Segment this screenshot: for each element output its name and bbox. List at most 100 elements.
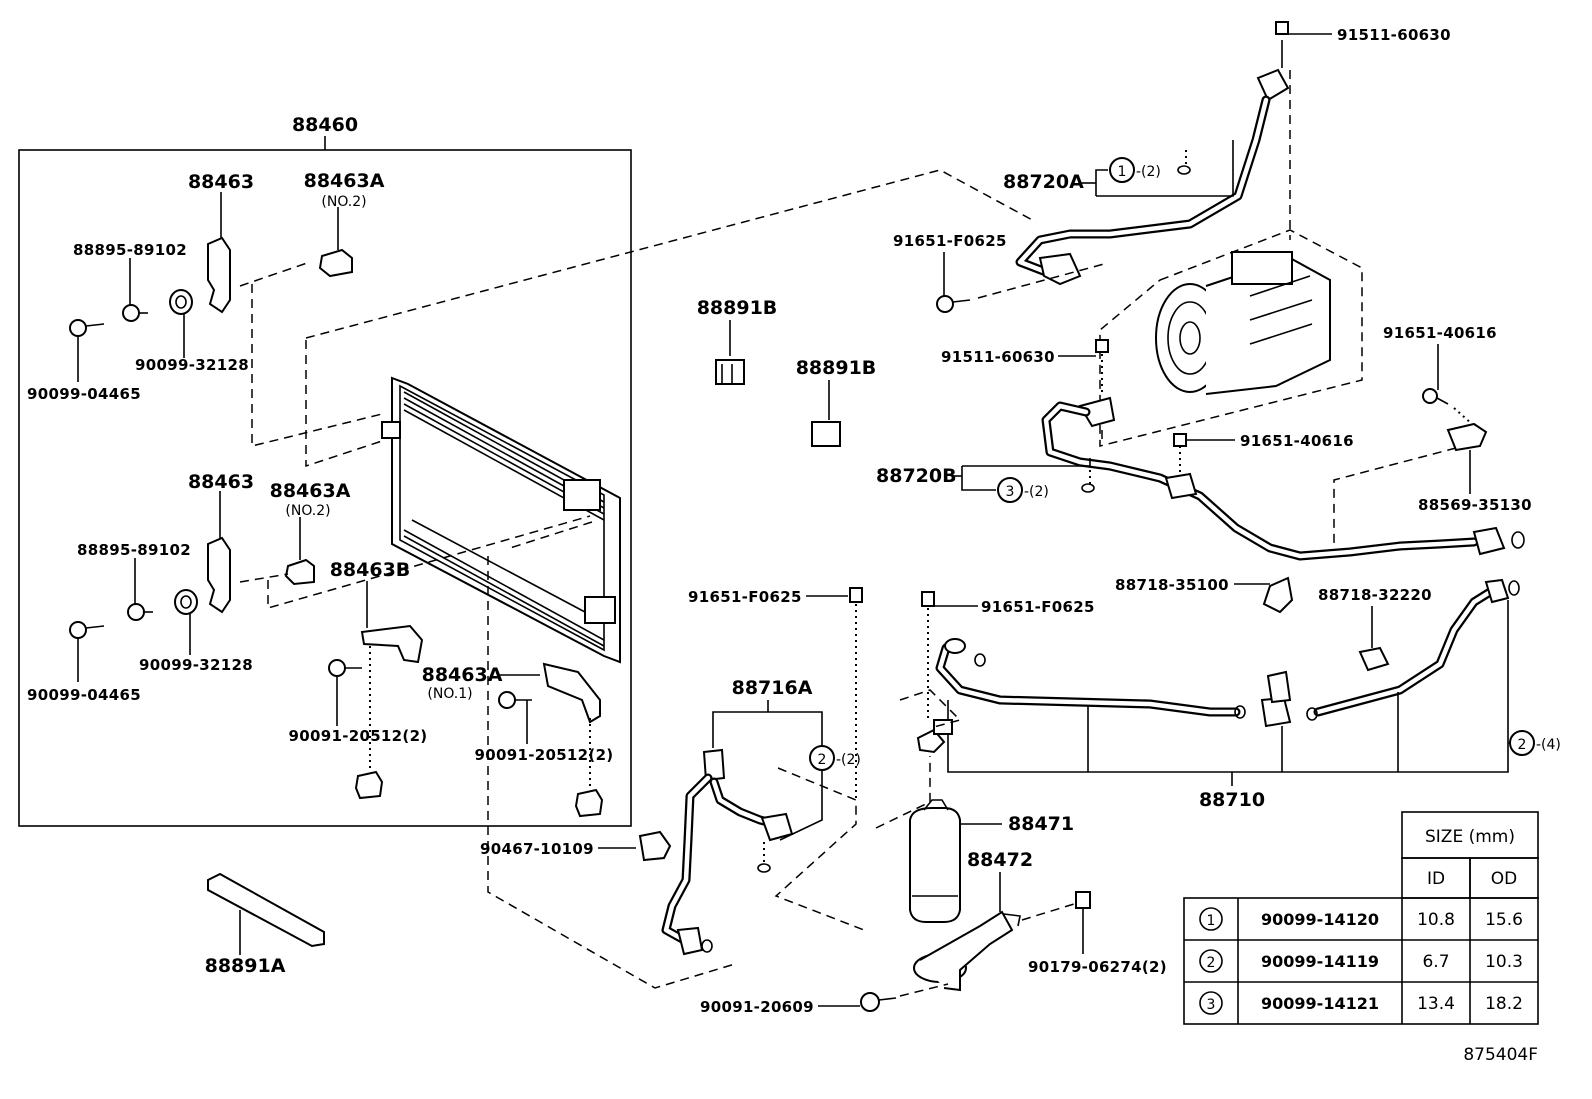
label-91511-60630-mid[interactable]: 91511-60630 (941, 348, 1055, 366)
bracket-88472[interactable] (913, 910, 1021, 992)
note-88463A-top: (NO.2) (321, 194, 366, 210)
label-88472[interactable]: 88472 (967, 849, 1033, 871)
clamp-88718-32220[interactable] (1358, 646, 1390, 672)
grommet-90099-32128-mid[interactable] (174, 589, 198, 615)
clip-lower-b[interactable] (574, 788, 604, 818)
label-88718-32220[interactable]: 88718-32220 (1318, 586, 1432, 604)
callout-3[interactable] (997, 477, 1023, 503)
bracket-88569[interactable] (1446, 422, 1488, 452)
svg-text:10.8: 10.8 (1417, 910, 1455, 930)
clamp-90467[interactable] (638, 830, 672, 862)
label-90099-04465-mid[interactable]: 90099-04465 (27, 686, 141, 704)
label-88460[interactable]: 88460 (292, 114, 358, 136)
label-88463B[interactable]: 88463B (330, 559, 411, 581)
bolt-90179[interactable] (1075, 891, 1091, 909)
bolt-91651-40616-right[interactable] (1422, 388, 1438, 404)
qty-88720B: -(2) (1024, 484, 1049, 500)
sealant-88891A[interactable]: 88891A (205, 872, 325, 977)
label-88720A[interactable]: 88720A (1003, 171, 1084, 193)
callout-2-left[interactable] (809, 745, 835, 771)
label-90179[interactable]: 90179-06274(2) (1028, 958, 1167, 976)
bracket-88463-mid[interactable] (207, 536, 231, 614)
label-90467[interactable]: 90467-10109 (480, 840, 594, 858)
svg-text:13.4: 13.4 (1417, 994, 1455, 1014)
grommet-90099-32128-top[interactable] (169, 289, 193, 315)
bracket-88710[interactable] (916, 728, 946, 754)
bolt-91651-40616-mid[interactable] (1173, 433, 1187, 447)
label-91651-F0625-right[interactable]: 91651-F0625 (981, 598, 1095, 616)
condenser-core[interactable] (381, 376, 621, 664)
sealant-88891B-a[interactable]: 88891B (697, 297, 778, 385)
size-table-row: 2 90099-14119 6.7 10.3 (1199, 949, 1523, 973)
callout-1[interactable] (1109, 157, 1135, 183)
svg-text:3: 3 (1207, 997, 1216, 1013)
label-90099-04465-top[interactable]: 90099-04465 (27, 385, 141, 403)
label-88463-top[interactable]: 88463 (188, 171, 254, 193)
hose-88720A[interactable] (1015, 68, 1290, 286)
receiver-88471[interactable] (909, 799, 961, 923)
label-90099-32128-mid[interactable]: 90099-32128 (139, 656, 253, 674)
label-88463A-top[interactable]: 88463A (304, 170, 385, 192)
label-88720B[interactable]: 88720B (876, 465, 957, 487)
sealant-88891B-b[interactable]: 88891B (796, 357, 877, 447)
bolt-90099-04465-top[interactable] (69, 319, 87, 337)
qty-88720A: -(2) (1136, 164, 1161, 180)
label-91651-40616-right[interactable]: 91651-40616 (1383, 324, 1497, 342)
bracket-88463A-low[interactable] (542, 662, 601, 724)
tube-88710[interactable] (935, 578, 1520, 728)
oring-1[interactable] (1177, 165, 1191, 175)
washer-88895-top[interactable] (122, 304, 140, 322)
bolt-91511-60630-top[interactable] (1275, 21, 1289, 35)
bracket-88463B[interactable] (360, 624, 424, 664)
svg-text:15.6: 15.6 (1485, 910, 1523, 930)
label-91651-40616-mid[interactable]: 91651-40616 (1240, 432, 1354, 450)
bolt-91511-60630-mid[interactable] (1095, 339, 1109, 353)
label-88471[interactable]: 88471 (1008, 813, 1074, 835)
bolt-90091-20609[interactable] (860, 992, 880, 1012)
label-88463A-low[interactable]: 88463A (422, 664, 503, 686)
hose-88720B[interactable] (1041, 396, 1525, 561)
compressor[interactable] (1099, 229, 1363, 447)
label-90091-20609[interactable]: 90091-20609 (700, 998, 814, 1016)
bolt-91651-F0625-top[interactable] (936, 295, 954, 313)
oring-3[interactable] (1081, 483, 1095, 493)
bolt-91651-F0625-left[interactable] (849, 587, 863, 603)
bolt-90091-20512-b[interactable] (498, 691, 516, 709)
label-88710[interactable]: 88710 (1199, 789, 1265, 811)
label-88463-mid[interactable]: 88463 (188, 471, 254, 493)
label-88716A[interactable]: 88716A (732, 677, 813, 699)
tube-88716A[interactable] (661, 748, 794, 956)
size-table-col-od: OD (1491, 869, 1517, 889)
washer-88895-mid[interactable] (127, 603, 145, 621)
label-88895-mid[interactable]: 88895-89102 (77, 541, 191, 559)
label-88718-35100[interactable]: 88718-35100 (1115, 576, 1229, 594)
label-88895-top[interactable]: 88895-89102 (73, 241, 187, 259)
label-88569[interactable]: 88569-35130 (1418, 496, 1532, 514)
label-88463A-mid[interactable]: 88463A (270, 480, 351, 502)
clamp-88718-35100[interactable] (1262, 576, 1294, 614)
svg-text:1: 1 (1118, 164, 1127, 180)
label-90091-20512-b[interactable]: 90091-20512(2) (475, 746, 614, 764)
clip-lower-a[interactable] (354, 770, 384, 800)
label-91651-F0625-top[interactable]: 91651-F0625 (893, 232, 1007, 250)
clip-88463A-mid[interactable] (284, 558, 315, 586)
label-91511-60630-top[interactable]: 91511-60630 (1337, 26, 1451, 44)
qty-88710: -(4) (1536, 737, 1561, 753)
bolt-90091-20512-a[interactable] (328, 659, 346, 677)
label-88891B-b[interactable]: 88891B (796, 357, 877, 379)
bolt-90099-04465-mid[interactable] (69, 621, 87, 639)
svg-text:10.3: 10.3 (1485, 952, 1523, 972)
size-table-col-id: ID (1427, 869, 1445, 889)
label-88891A[interactable]: 88891A (205, 955, 286, 977)
label-91651-F0625-left[interactable]: 91651-F0625 (688, 588, 802, 606)
clip-88463A-top[interactable] (318, 248, 353, 278)
svg-text:6.7: 6.7 (1422, 952, 1449, 972)
label-90099-32128-top[interactable]: 90099-32128 (135, 356, 249, 374)
label-90091-20512-a[interactable]: 90091-20512(2) (289, 727, 428, 745)
label-88891B-a[interactable]: 88891B (697, 297, 778, 319)
bracket-88463-top[interactable] (207, 236, 231, 314)
svg-text:1: 1 (1207, 913, 1216, 929)
size-table-title: SIZE (mm) (1425, 827, 1515, 847)
bolt-91651-F0625-right[interactable] (921, 591, 935, 607)
